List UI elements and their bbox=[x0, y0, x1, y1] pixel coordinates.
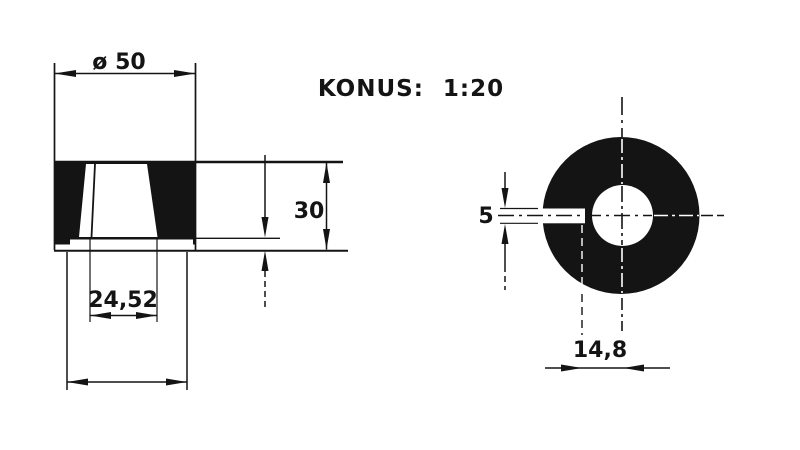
cone-edge-line bbox=[90, 163, 96, 238]
arrowhead-down bbox=[261, 217, 269, 238]
dim-bore: 24,52 bbox=[88, 237, 158, 322]
arrowhead-left bbox=[67, 378, 88, 386]
conical-bore bbox=[79, 164, 158, 237]
dim-outer-diameter: ø 50 bbox=[54, 50, 196, 77]
dim-base-width bbox=[66, 252, 188, 390]
arrowhead-down bbox=[501, 188, 509, 208]
arrowhead-bottom bbox=[323, 229, 330, 250]
arrowhead-left bbox=[54, 70, 76, 77]
arrowhead-left bbox=[90, 312, 111, 319]
arrowhead-right bbox=[136, 312, 157, 319]
arrowhead-right-pointing bbox=[561, 364, 582, 372]
slot-width-label: 5 bbox=[478, 204, 493, 229]
side-circular-view bbox=[498, 97, 724, 335]
arrowhead-up bbox=[261, 250, 269, 271]
slot-end-to-center-label: 14,8 bbox=[573, 338, 627, 363]
dim-base-thickness bbox=[261, 155, 269, 307]
title-note: KONUS: 1:20 bbox=[318, 76, 504, 102]
arrowhead-up bbox=[501, 224, 509, 244]
arrowhead-top bbox=[323, 162, 330, 183]
height-label: 30 bbox=[294, 199, 325, 224]
arrowhead-left-pointing bbox=[623, 364, 644, 372]
dim-slot-width: 5 bbox=[478, 172, 538, 290]
base-strip bbox=[70, 239, 193, 250]
arrowhead-right bbox=[166, 378, 187, 386]
dim-height: 30 bbox=[294, 162, 330, 250]
bore-diameter-label: 24,52 bbox=[88, 288, 158, 313]
outer-diameter-label: ø 50 bbox=[92, 50, 145, 75]
front-section-view bbox=[53, 63, 348, 252]
dim-slot-to-center: 14,8 bbox=[545, 338, 670, 372]
arrowhead-right bbox=[174, 70, 196, 77]
